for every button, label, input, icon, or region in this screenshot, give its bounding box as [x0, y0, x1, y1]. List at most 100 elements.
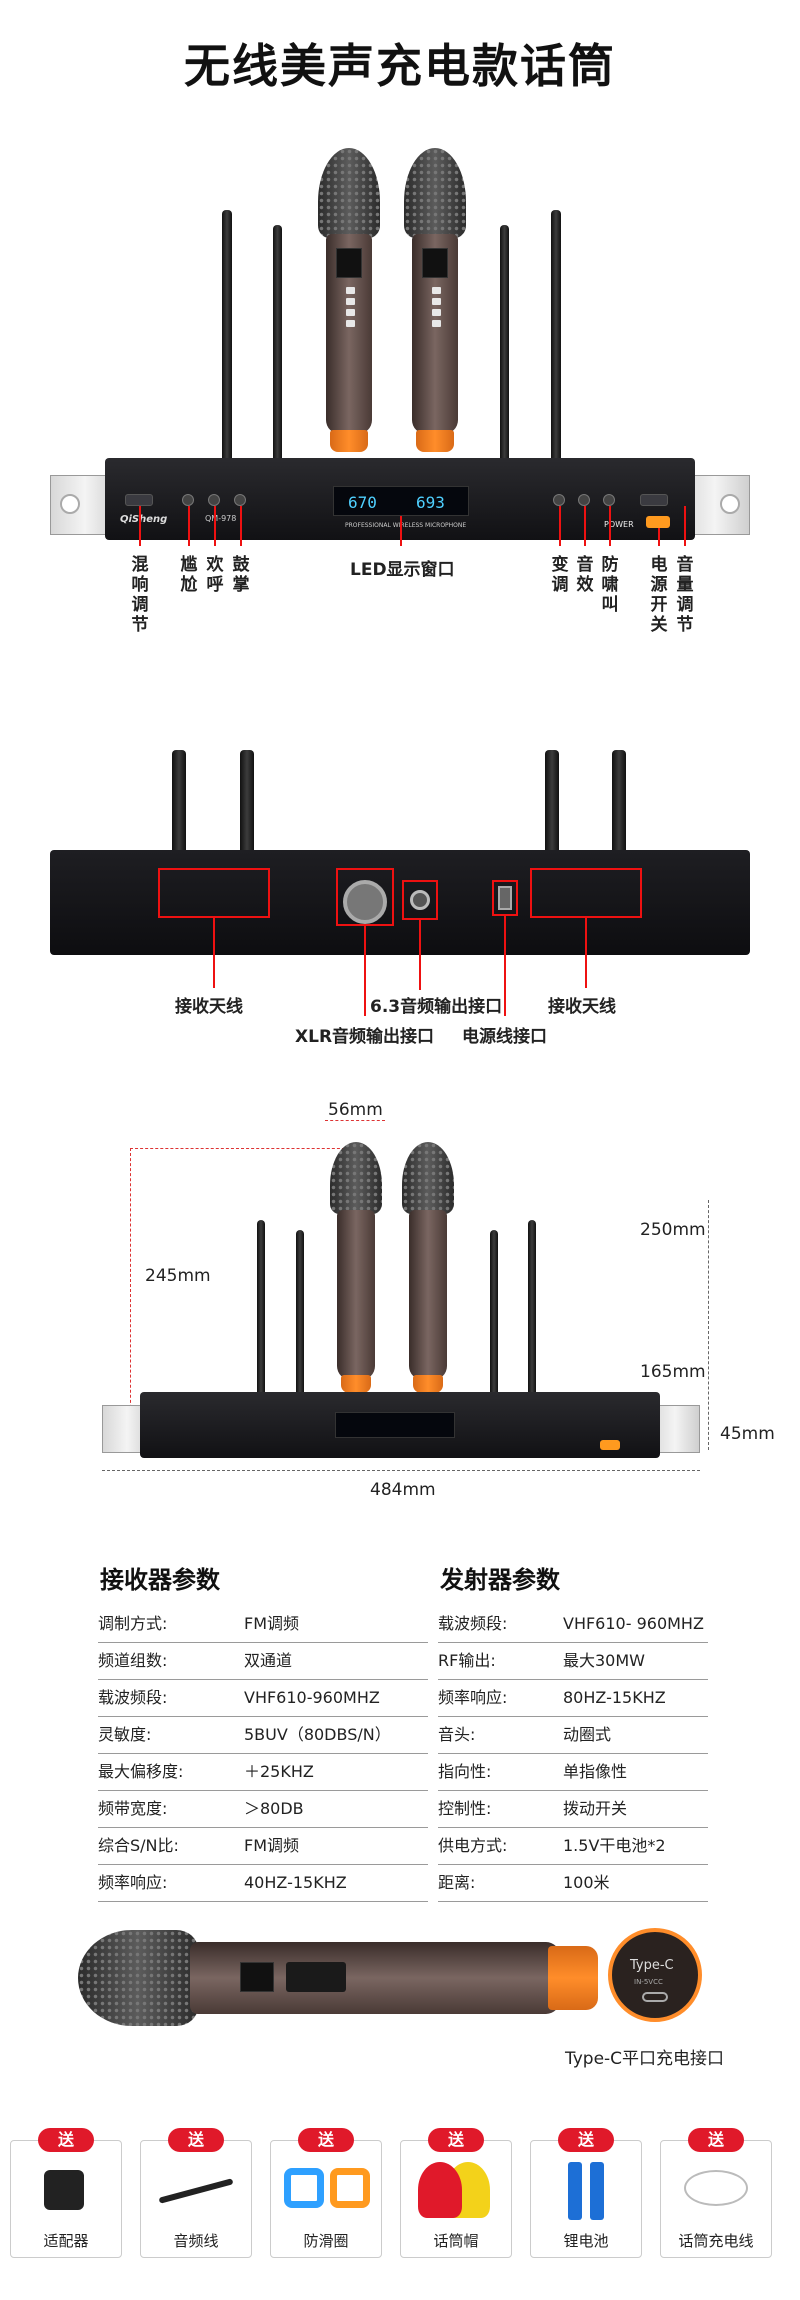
led-display — [335, 1412, 455, 1438]
xlr-port — [343, 880, 387, 924]
power-label: POWER — [604, 520, 634, 529]
spec-key: 距离: — [438, 1873, 476, 1892]
dim-line — [130, 1148, 350, 1149]
applause-button[interactable] — [234, 494, 246, 506]
effect-button[interactable] — [578, 494, 590, 506]
spec-key: 灵敏度: — [98, 1725, 152, 1744]
mic-screen — [240, 1962, 274, 1992]
label-applause: 鼓掌 — [232, 555, 250, 595]
spec-value: 拨动开关 — [563, 1799, 628, 1818]
rear-panel-section: 接收天线 接收天线 6.3音频输出接口 XLR音频输出接口 电源线接口 — [0, 740, 800, 1047]
label-type-c: Type-C平口充电接口 — [565, 2049, 725, 2069]
spec-value: 双通道 — [244, 1651, 293, 1670]
battery-icon — [568, 2162, 582, 2220]
dim-line — [325, 1120, 385, 1121]
spec-value: ＞80DB — [244, 1799, 304, 1818]
dim-width: 484mm — [370, 1480, 436, 1500]
spec-row: 音头:动圈式 — [438, 1717, 708, 1754]
callout-line — [214, 506, 216, 546]
microphone-body — [337, 1210, 375, 1380]
gift-label: 防滑圈 — [303, 2232, 349, 2250]
spec-value: VHF610- 960MHZ — [563, 1614, 704, 1633]
dim-mic-width: 56mm — [328, 1100, 383, 1120]
highlight-box — [336, 868, 394, 926]
label-audio-63: 6.3音频输出接口 — [370, 997, 503, 1017]
gift-tag: 送 — [428, 2128, 484, 2152]
spec-row: 指向性:单指像性 — [438, 1754, 708, 1791]
spec-row: 供电方式:1.5V干电池*2 — [438, 1828, 708, 1865]
callout-line — [188, 506, 190, 546]
volume-knob[interactable] — [640, 494, 668, 506]
microphone-head — [404, 148, 466, 238]
gift-label: 音频线 — [173, 2232, 219, 2250]
power-switch[interactable] — [646, 516, 670, 528]
type-c-port-closeup: Type-C IN-5VCC — [608, 1928, 702, 2022]
reverb-button[interactable] — [125, 494, 153, 506]
transmitter-specs-table: 载波频段:VHF610- 960MHZ RF输出:最大30MW 频率响应:80H… — [438, 1606, 708, 1902]
mic-keypad — [286, 1962, 346, 1992]
brand-logo: QiSheng — [120, 514, 168, 525]
microphone-cap — [341, 1375, 371, 1393]
awkward-button[interactable] — [182, 494, 194, 506]
panel-subtitle: PROFESSIONAL WIRELESS MICROPHONE — [345, 522, 467, 529]
gift-card — [530, 2140, 642, 2258]
callout-line — [240, 506, 242, 546]
spec-value: 5BUV（80DBS/N） — [244, 1725, 391, 1744]
spec-key: 频率响应: — [98, 1873, 168, 1892]
gift-tag: 送 — [558, 2128, 614, 2152]
type-c-port-sub: IN-5VCC — [634, 1978, 663, 1986]
left-frequency: 670 — [348, 493, 377, 512]
mic-screen — [336, 248, 362, 278]
label-awkward: 尴尬 — [180, 555, 198, 595]
microphone-cap — [330, 430, 368, 452]
gift-label: 话筒帽 — [433, 2232, 479, 2250]
spec-key: 载波频段: — [438, 1614, 508, 1633]
highlight-box — [530, 868, 642, 918]
spec-row: 频率响应:80HZ-15KHZ — [438, 1680, 708, 1717]
anti-feedback-button[interactable] — [603, 494, 615, 506]
spec-key: 音头: — [438, 1725, 476, 1744]
spec-value: 单指像性 — [563, 1762, 628, 1781]
spec-value: VHF610-960MHZ — [244, 1688, 380, 1707]
label-xlr: XLR音频输出接口 — [295, 1027, 435, 1047]
spec-row: 综合S/N比:FM调频 — [98, 1828, 428, 1865]
spec-row: 控制性:拨动开关 — [438, 1791, 708, 1828]
label-antenna-right: 接收天线 — [548, 997, 616, 1017]
gift-tag: 送 — [298, 2128, 354, 2152]
page-title: 无线美声充电款话筒 — [184, 39, 616, 93]
mic-keypad — [340, 285, 360, 345]
spec-row: 调制方式:FM调频 — [98, 1606, 428, 1643]
label-led-display: LED显示窗口 — [350, 560, 455, 580]
model-label: QM-978 — [205, 514, 237, 523]
dim-body-height: 165mm — [640, 1362, 706, 1382]
callout-line — [504, 916, 506, 1016]
antenna — [222, 210, 232, 470]
receiver-specs-table: 调制方式:FM调频 频道组数:双通道 载波频段:VHF610-960MHZ 灵敏… — [98, 1606, 428, 1902]
spec-key: 频道组数: — [98, 1651, 168, 1670]
dim-mic-height: 245mm — [145, 1266, 211, 1286]
antenna — [500, 225, 509, 470]
power-switch[interactable] — [600, 1440, 620, 1450]
dim-line — [102, 1470, 700, 1471]
callout-line — [213, 918, 215, 988]
type-c-socket — [642, 1992, 668, 2002]
callout-line — [400, 516, 402, 546]
spec-row: 频带宽度:＞80DB — [98, 1791, 428, 1828]
dim-line — [708, 1200, 709, 1450]
spec-row: 载波频段: VHF610- 960MHZ — [438, 1606, 708, 1643]
spec-key: 最大偏移度: — [98, 1762, 184, 1781]
rack-hole — [720, 494, 740, 514]
antenna — [296, 1230, 304, 1420]
cheer-button[interactable] — [208, 494, 220, 506]
antenna — [257, 1220, 265, 1420]
anti-slip-ring-icon — [284, 2168, 324, 2208]
right-frequency: 693 — [416, 493, 445, 512]
spec-row: 频道组数: 双通道 — [98, 1643, 428, 1680]
spec-value: ＋25KHZ — [244, 1762, 314, 1781]
callout-line — [585, 918, 587, 988]
jack-port — [410, 890, 430, 910]
pitch-button[interactable] — [553, 494, 565, 506]
dim-total-height: 250mm — [640, 1220, 706, 1240]
gift-tag: 送 — [688, 2128, 744, 2152]
label-anti-feedback: 防啸叫 — [601, 555, 619, 615]
